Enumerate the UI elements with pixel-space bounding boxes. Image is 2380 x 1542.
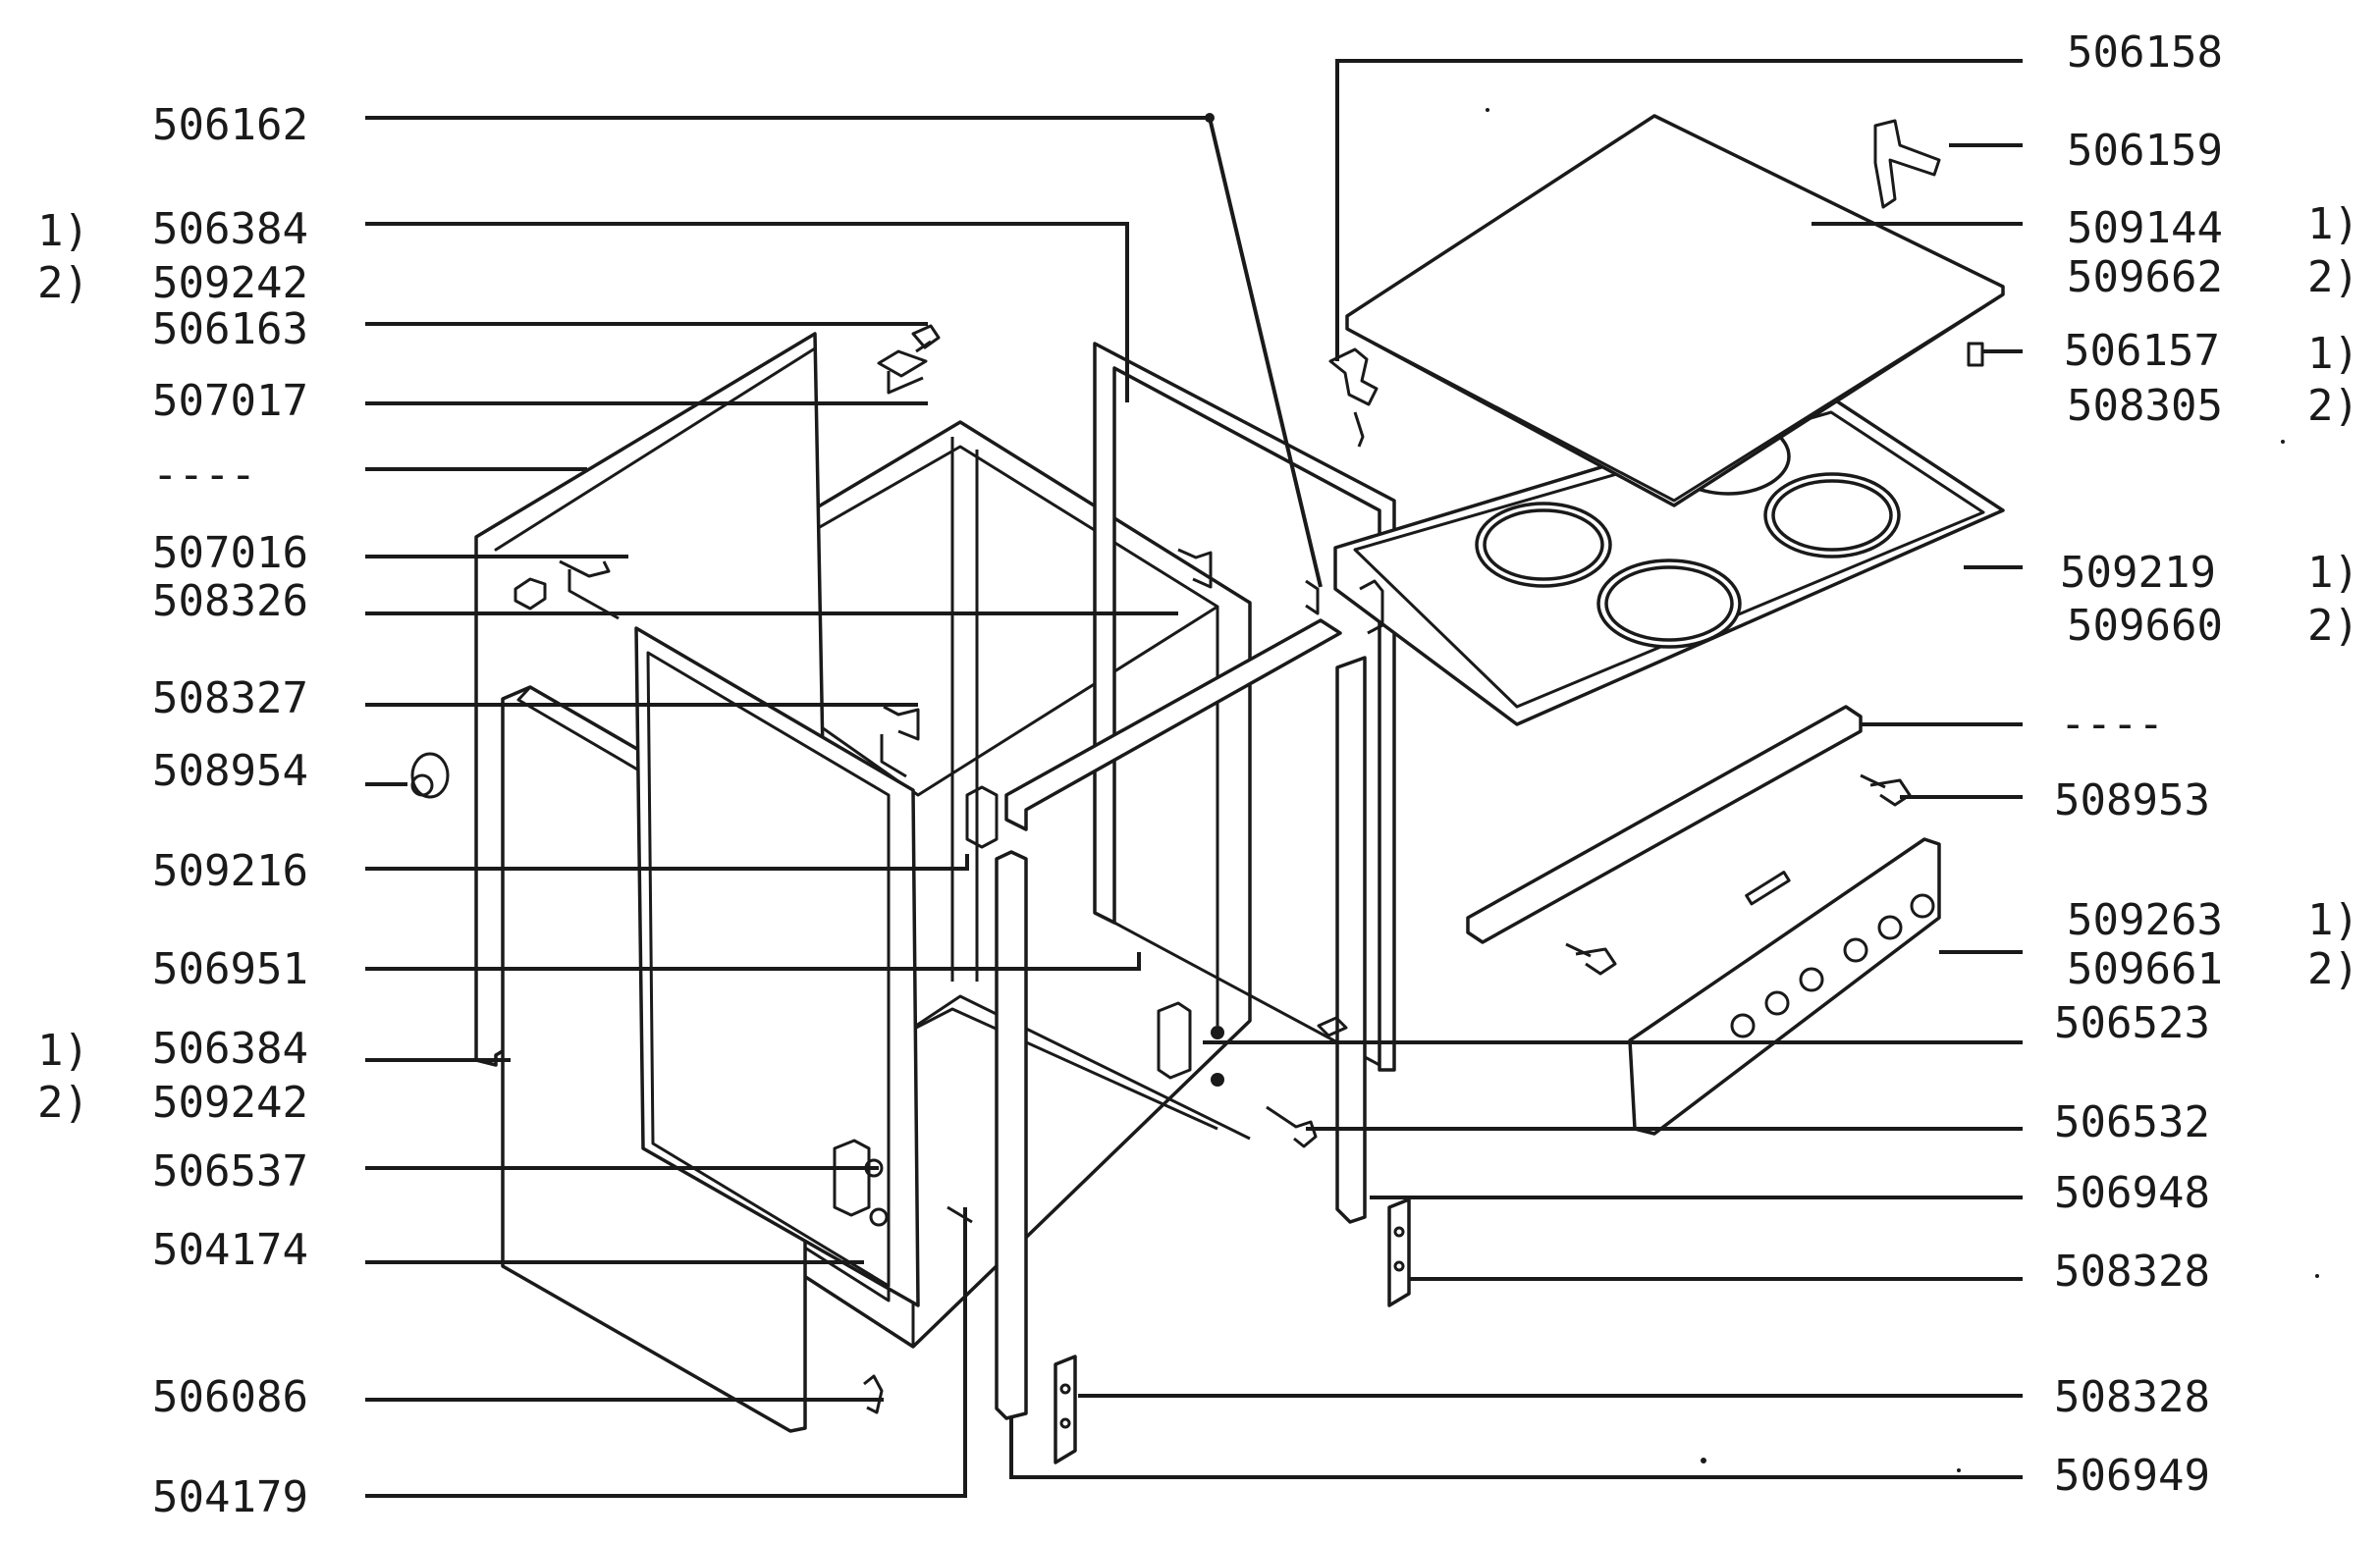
- part-number-label: 509242: [152, 1078, 308, 1128]
- part-number-label: 506384: [152, 1024, 308, 1074]
- variant-marker: 2): [2307, 944, 2359, 994]
- front-post: [995, 850, 1028, 1420]
- bracket-508328-upper: [1387, 1197, 1411, 1307]
- part-number-label: 508326: [152, 576, 308, 626]
- part-number-label: 507016: [152, 528, 308, 578]
- part-number-label: 508305: [2067, 381, 2223, 431]
- bracket-508328-lower: [1054, 1355, 1077, 1464]
- hinge-right: [1873, 119, 1941, 209]
- hinge-left: [1328, 347, 1379, 448]
- adjustable-foot-upper: [1860, 773, 1912, 807]
- variant-marker: 1): [2307, 329, 2359, 379]
- part-number-label: 506158: [2067, 27, 2223, 78]
- part-number-label: 506162: [152, 100, 308, 150]
- part-number-label: 506532: [2054, 1097, 2210, 1147]
- part-number-label: 506157: [2064, 326, 2220, 376]
- part-number-label: 509242: [152, 258, 308, 308]
- right-post: [1335, 656, 1367, 1224]
- cross-rail-top: [1004, 618, 1342, 831]
- part-number-label: 508954: [152, 746, 308, 796]
- part-number-label: 509661: [2067, 944, 2223, 994]
- hob-cover-lid: [1345, 114, 2005, 507]
- part-number-label: 508953: [2054, 775, 2210, 825]
- part-number-label: 506951: [152, 944, 308, 994]
- variant-marker: 1): [37, 206, 89, 256]
- leader-lines-right: [1009, 59, 2023, 1479]
- variant-marker: 1): [2307, 548, 2359, 598]
- variant-marker: 1): [37, 1026, 89, 1076]
- variant-marker: 2): [37, 258, 89, 308]
- part-number-label: 506163: [152, 304, 308, 354]
- part-number-label: 506159: [2067, 126, 2223, 176]
- part-number-label: 509216: [152, 846, 308, 896]
- part-number-label: 504174: [152, 1225, 308, 1275]
- part-number-label: 506537: [152, 1146, 308, 1196]
- part-number-label: 506523: [2054, 998, 2210, 1048]
- control-rail: [1466, 705, 1863, 944]
- part-number-label: 509662: [2067, 252, 2223, 302]
- variant-marker: 1): [2307, 199, 2359, 249]
- part-number-label: 504179: [152, 1472, 308, 1522]
- right-label-column: 506158 506159 509144 1) 509662 2) 506157…: [2054, 27, 2359, 1501]
- variant-marker: 2): [2307, 252, 2359, 302]
- part-number-label: ----: [2060, 699, 2164, 749]
- part-number-label: ----: [152, 450, 256, 500]
- part-number-label: 506949: [2054, 1451, 2210, 1501]
- lid-clip: [1967, 342, 1984, 367]
- part-number-label: 509144: [2067, 203, 2223, 253]
- part-number-label: 508328: [2054, 1372, 2210, 1422]
- variant-marker: 1): [2307, 895, 2359, 945]
- part-number-label: 508328: [2054, 1247, 2210, 1297]
- part-number-label: 509219: [2060, 548, 2216, 598]
- variant-marker: 2): [2307, 381, 2359, 431]
- part-number-label: 506948: [2054, 1168, 2210, 1218]
- part-number-label: 509263: [2067, 895, 2223, 945]
- small-fittings: [410, 324, 1384, 1414]
- control-panel: [1628, 837, 1941, 1136]
- leader-lines-left: [365, 113, 1323, 1498]
- part-number-label: 507017: [152, 376, 308, 426]
- variant-marker: 2): [2307, 601, 2359, 651]
- part-number-label: 506086: [152, 1372, 308, 1422]
- variant-marker: 2): [37, 1078, 89, 1128]
- part-number-label: 509660: [2067, 601, 2223, 651]
- part-number-label: 508327: [152, 673, 308, 723]
- scan-specks: [1486, 108, 2319, 1472]
- left-label-column: 506162 1) 506384 2) 509242 506163 507017…: [37, 100, 308, 1522]
- adjustable-foot-lower: [1565, 942, 1617, 976]
- part-number-label: 506384: [152, 204, 308, 254]
